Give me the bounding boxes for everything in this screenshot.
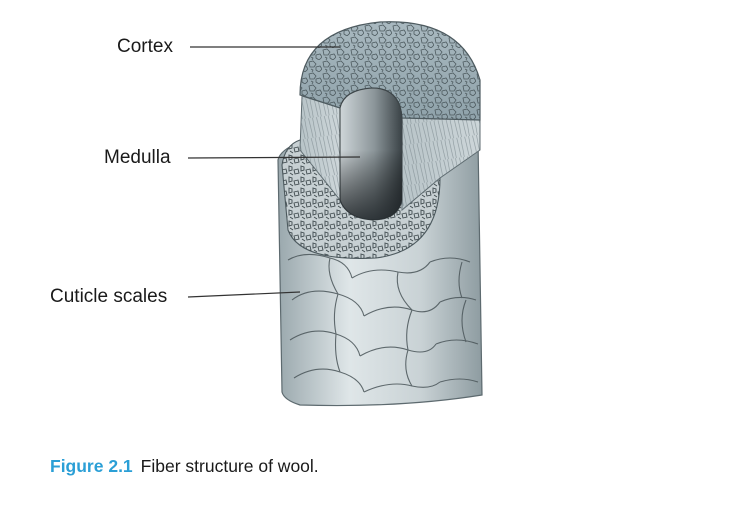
label-cortex: Cortex <box>117 36 173 57</box>
label-cuticle-scales: Cuticle scales <box>50 286 168 307</box>
label-medulla: Medulla <box>104 147 171 168</box>
caption-number: Figure 2.1 <box>50 456 133 476</box>
figure-caption: Figure 2.1 Fiber structure of wool. <box>50 456 319 477</box>
caption-text: Fiber structure of wool. <box>140 456 319 476</box>
